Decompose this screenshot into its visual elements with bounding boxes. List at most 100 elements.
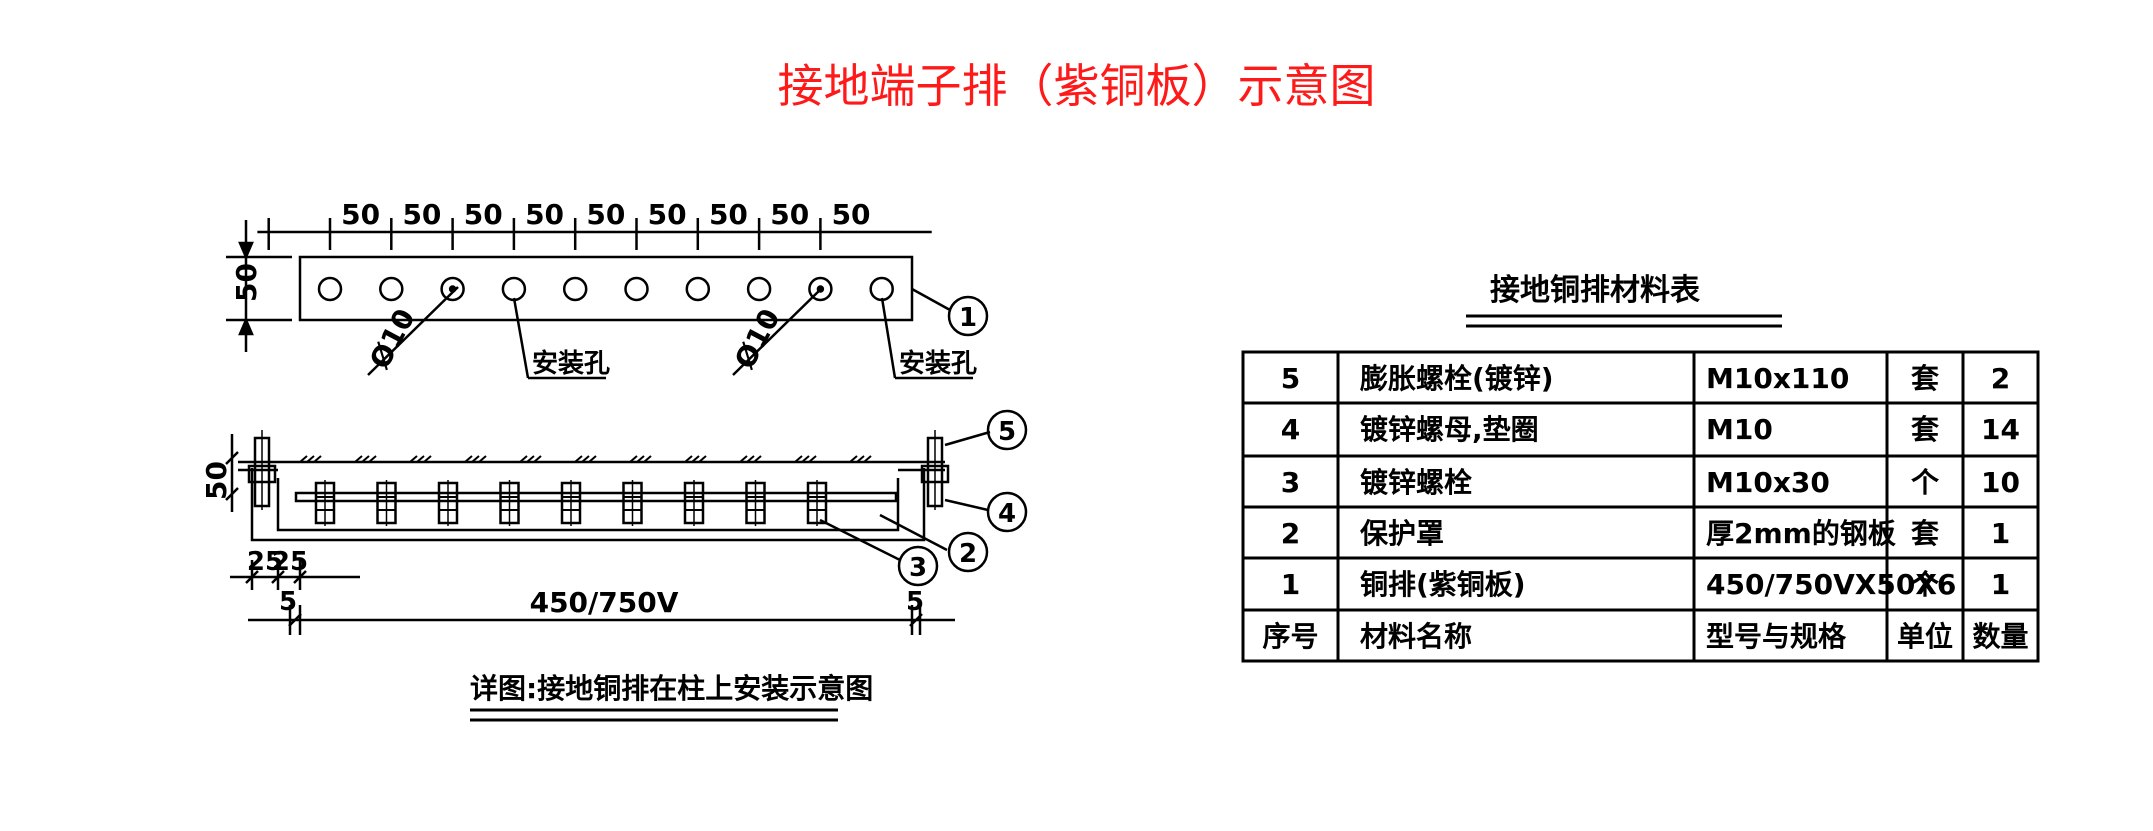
mounting-hole (501, 276, 527, 302)
wall-hatch (629, 455, 638, 463)
table-header: 单位 (1897, 620, 1953, 653)
callout-leader (879, 513, 948, 552)
callout-part-5-circle (986, 409, 1028, 451)
mount-hole-leader (880, 297, 897, 379)
mounting-hole (440, 276, 465, 302)
table-cell: 2 (1281, 517, 1300, 550)
copper-bar-section (294, 491, 898, 503)
table-cell: 套 (1911, 362, 1940, 395)
dim-tick (293, 570, 307, 584)
offset-label-a: 25 (247, 547, 283, 577)
table-header: 型号与规格 (1706, 620, 1847, 653)
table-cell: 厚2mm的钢板 (1706, 517, 1896, 550)
callout-part-2-circle (947, 531, 989, 573)
callout-part-1-circle (947, 295, 989, 337)
callout-leader (819, 518, 901, 562)
dim-tick (225, 451, 239, 465)
wall-hatch (581, 455, 590, 463)
wall-hatch (306, 455, 315, 463)
table-cell: 个 (1911, 568, 1940, 601)
table-header: 数量 (1972, 620, 2028, 653)
table-title: 接地铜排材料表 (1490, 273, 1700, 308)
edge-label-right: 5 (906, 587, 924, 617)
table-cell: 套 (1911, 517, 1940, 550)
wall-hatch (588, 455, 597, 463)
wall-hatch (684, 455, 693, 463)
spacing-label: 50 (832, 198, 871, 231)
wall-hatch (409, 455, 418, 463)
copper-bar-outline (298, 255, 914, 322)
mounting-hole (624, 276, 649, 302)
table-header: 材料名称 (1360, 620, 1472, 653)
dim-tick (271, 570, 285, 584)
arrow-head (238, 316, 254, 336)
wall-hatch (533, 455, 542, 463)
table-cell: 套 (1911, 413, 1940, 446)
callout-leader (944, 498, 989, 512)
wall-hatch (574, 455, 583, 463)
table-cell: 膨胀螺栓(镀锌) (1359, 362, 1554, 395)
table-cell: 镀锌螺栓 (1360, 466, 1472, 499)
mount-hole-label: 安装孔 (899, 349, 977, 379)
wall-hatch (739, 455, 748, 463)
table-cell: 5 (1281, 362, 1300, 395)
mount-hole-leader (512, 297, 530, 379)
table-cell: 4 (1281, 413, 1300, 446)
wall-hatch (636, 455, 645, 463)
table-cell: 1 (1991, 568, 2010, 601)
wall-hatch (643, 455, 652, 463)
wall-hatch (478, 455, 487, 463)
mounting-hole (685, 276, 711, 302)
wall-hatch (794, 455, 803, 463)
hole-diameter-label: Ø10 (363, 303, 422, 374)
table-cell: 3 (1281, 466, 1300, 499)
callout-part-1-label: 1 (959, 303, 977, 333)
section-height-label: 50 (200, 461, 233, 500)
cover-inner (276, 478, 900, 532)
length-label: 450/750V (530, 586, 679, 619)
table-cell: 10 (1981, 466, 2020, 499)
mounting-hole (379, 276, 404, 302)
spacing-label: 50 (586, 198, 625, 231)
table-cell: 铜排(紫铜板) (1360, 568, 1526, 601)
table-cell: 1 (1281, 568, 1300, 601)
callout-part-4-label: 4 (998, 499, 1016, 529)
table-cell: 450/750VX50X6 (1706, 568, 1956, 601)
callout-part-3-label: 3 (909, 553, 927, 583)
wall-hatch (808, 455, 817, 463)
height-label: 50 (230, 263, 263, 302)
wall-hatch (698, 455, 707, 463)
cover-outer (250, 468, 926, 542)
spacing-label: 50 (341, 198, 380, 231)
dim-tick (225, 487, 239, 501)
wall-hatch (526, 455, 535, 463)
callout-part-4-circle (986, 491, 1028, 533)
wall-hatch (299, 455, 308, 463)
wall-hatch (423, 455, 432, 463)
table-cell: 14 (1981, 413, 2020, 446)
spacing-label: 50 (464, 198, 503, 231)
callout-leader (944, 430, 991, 447)
wall-hatch (801, 455, 810, 463)
callout-part-2-label: 2 (959, 539, 977, 569)
mounting-hole (808, 276, 833, 302)
diagram-title: 接地端子排（紫铜板）示意图 (777, 59, 1376, 113)
offset-label-b: 25 (272, 547, 308, 577)
spacing-label: 50 (648, 198, 687, 231)
edge-label-left: 5 (279, 587, 297, 617)
wall-hatch (313, 455, 322, 463)
spacing-label: 50 (525, 198, 564, 231)
section-caption: 详图:接地铜排在柱上安装示意图 (470, 672, 873, 705)
wall-hatch (746, 455, 755, 463)
table-cell: 1 (1991, 517, 2010, 550)
mounting-hole (562, 276, 588, 302)
hole-diameter-label: Ø10 (728, 303, 787, 374)
spacing-label: 50 (709, 198, 748, 231)
wall-hatch (753, 455, 762, 463)
wall-hatch (416, 455, 425, 463)
spacing-label: 50 (402, 198, 441, 231)
wall-hatch (354, 455, 363, 463)
